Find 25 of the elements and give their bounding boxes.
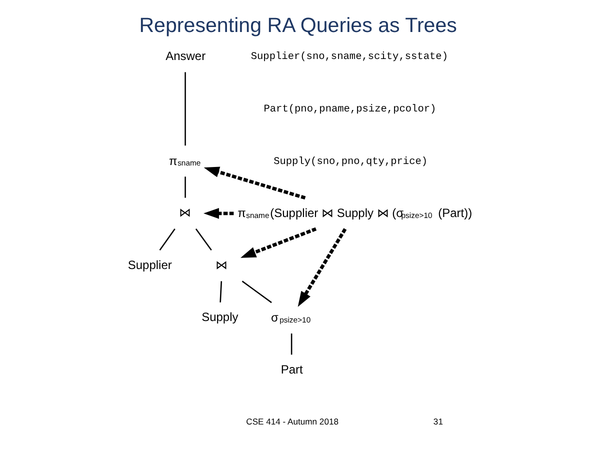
arrow [204, 208, 234, 219]
node-text: ⋈ [178, 206, 191, 220]
node-text: πsname [169, 154, 201, 168]
arrow [240, 227, 317, 258]
connector [290, 334, 292, 355]
node-text: Supplier [128, 258, 172, 272]
label: 31 [433, 416, 443, 427]
label: Supply(sno,pno,qty,price) [274, 156, 428, 168]
arrow [204, 166, 306, 200]
label: Part(pno,pname,psize,pcolor) [264, 104, 436, 116]
connector [184, 72, 186, 146]
connector [159, 228, 176, 250]
label: Supplier(sno,sname,scity,sstate) [250, 51, 448, 64]
node-text: ⋈ [216, 258, 228, 272]
node-text: Answer [166, 48, 206, 63]
diagram-title: Representing RA Queries as Trees [139, 14, 457, 37]
node-text: Part [280, 362, 303, 376]
label: CSE 414 - Autumn 2018 [246, 416, 338, 427]
connector [242, 280, 272, 304]
connector [220, 281, 222, 302]
node-text: Supply [202, 310, 238, 324]
arrow [298, 228, 347, 307]
connector [195, 228, 212, 250]
node-text: σpsize>10 [271, 310, 311, 325]
connector [184, 176, 186, 198]
